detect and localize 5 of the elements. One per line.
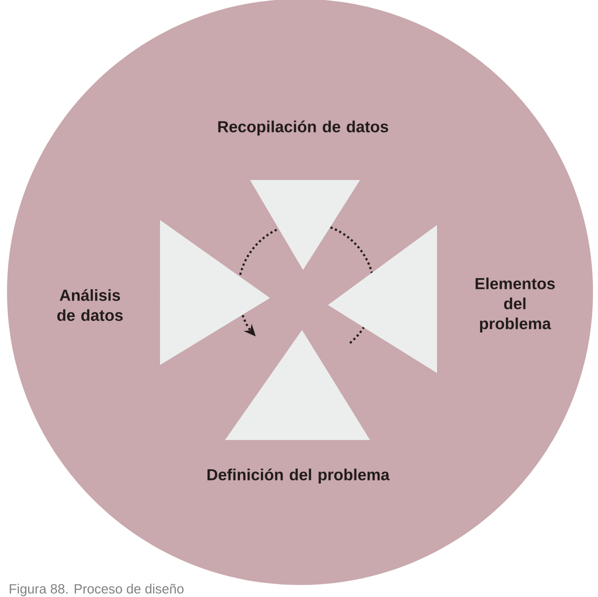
node-label: Análisis de datos <box>57 289 123 321</box>
node-label: Definición del problema <box>208 468 390 484</box>
node-label: Recopilación de datos <box>218 120 388 136</box>
node-label: Elementos del problema <box>476 278 555 332</box>
figure-caption: Figura 88. Proceso de diseño <box>10 584 184 596</box>
